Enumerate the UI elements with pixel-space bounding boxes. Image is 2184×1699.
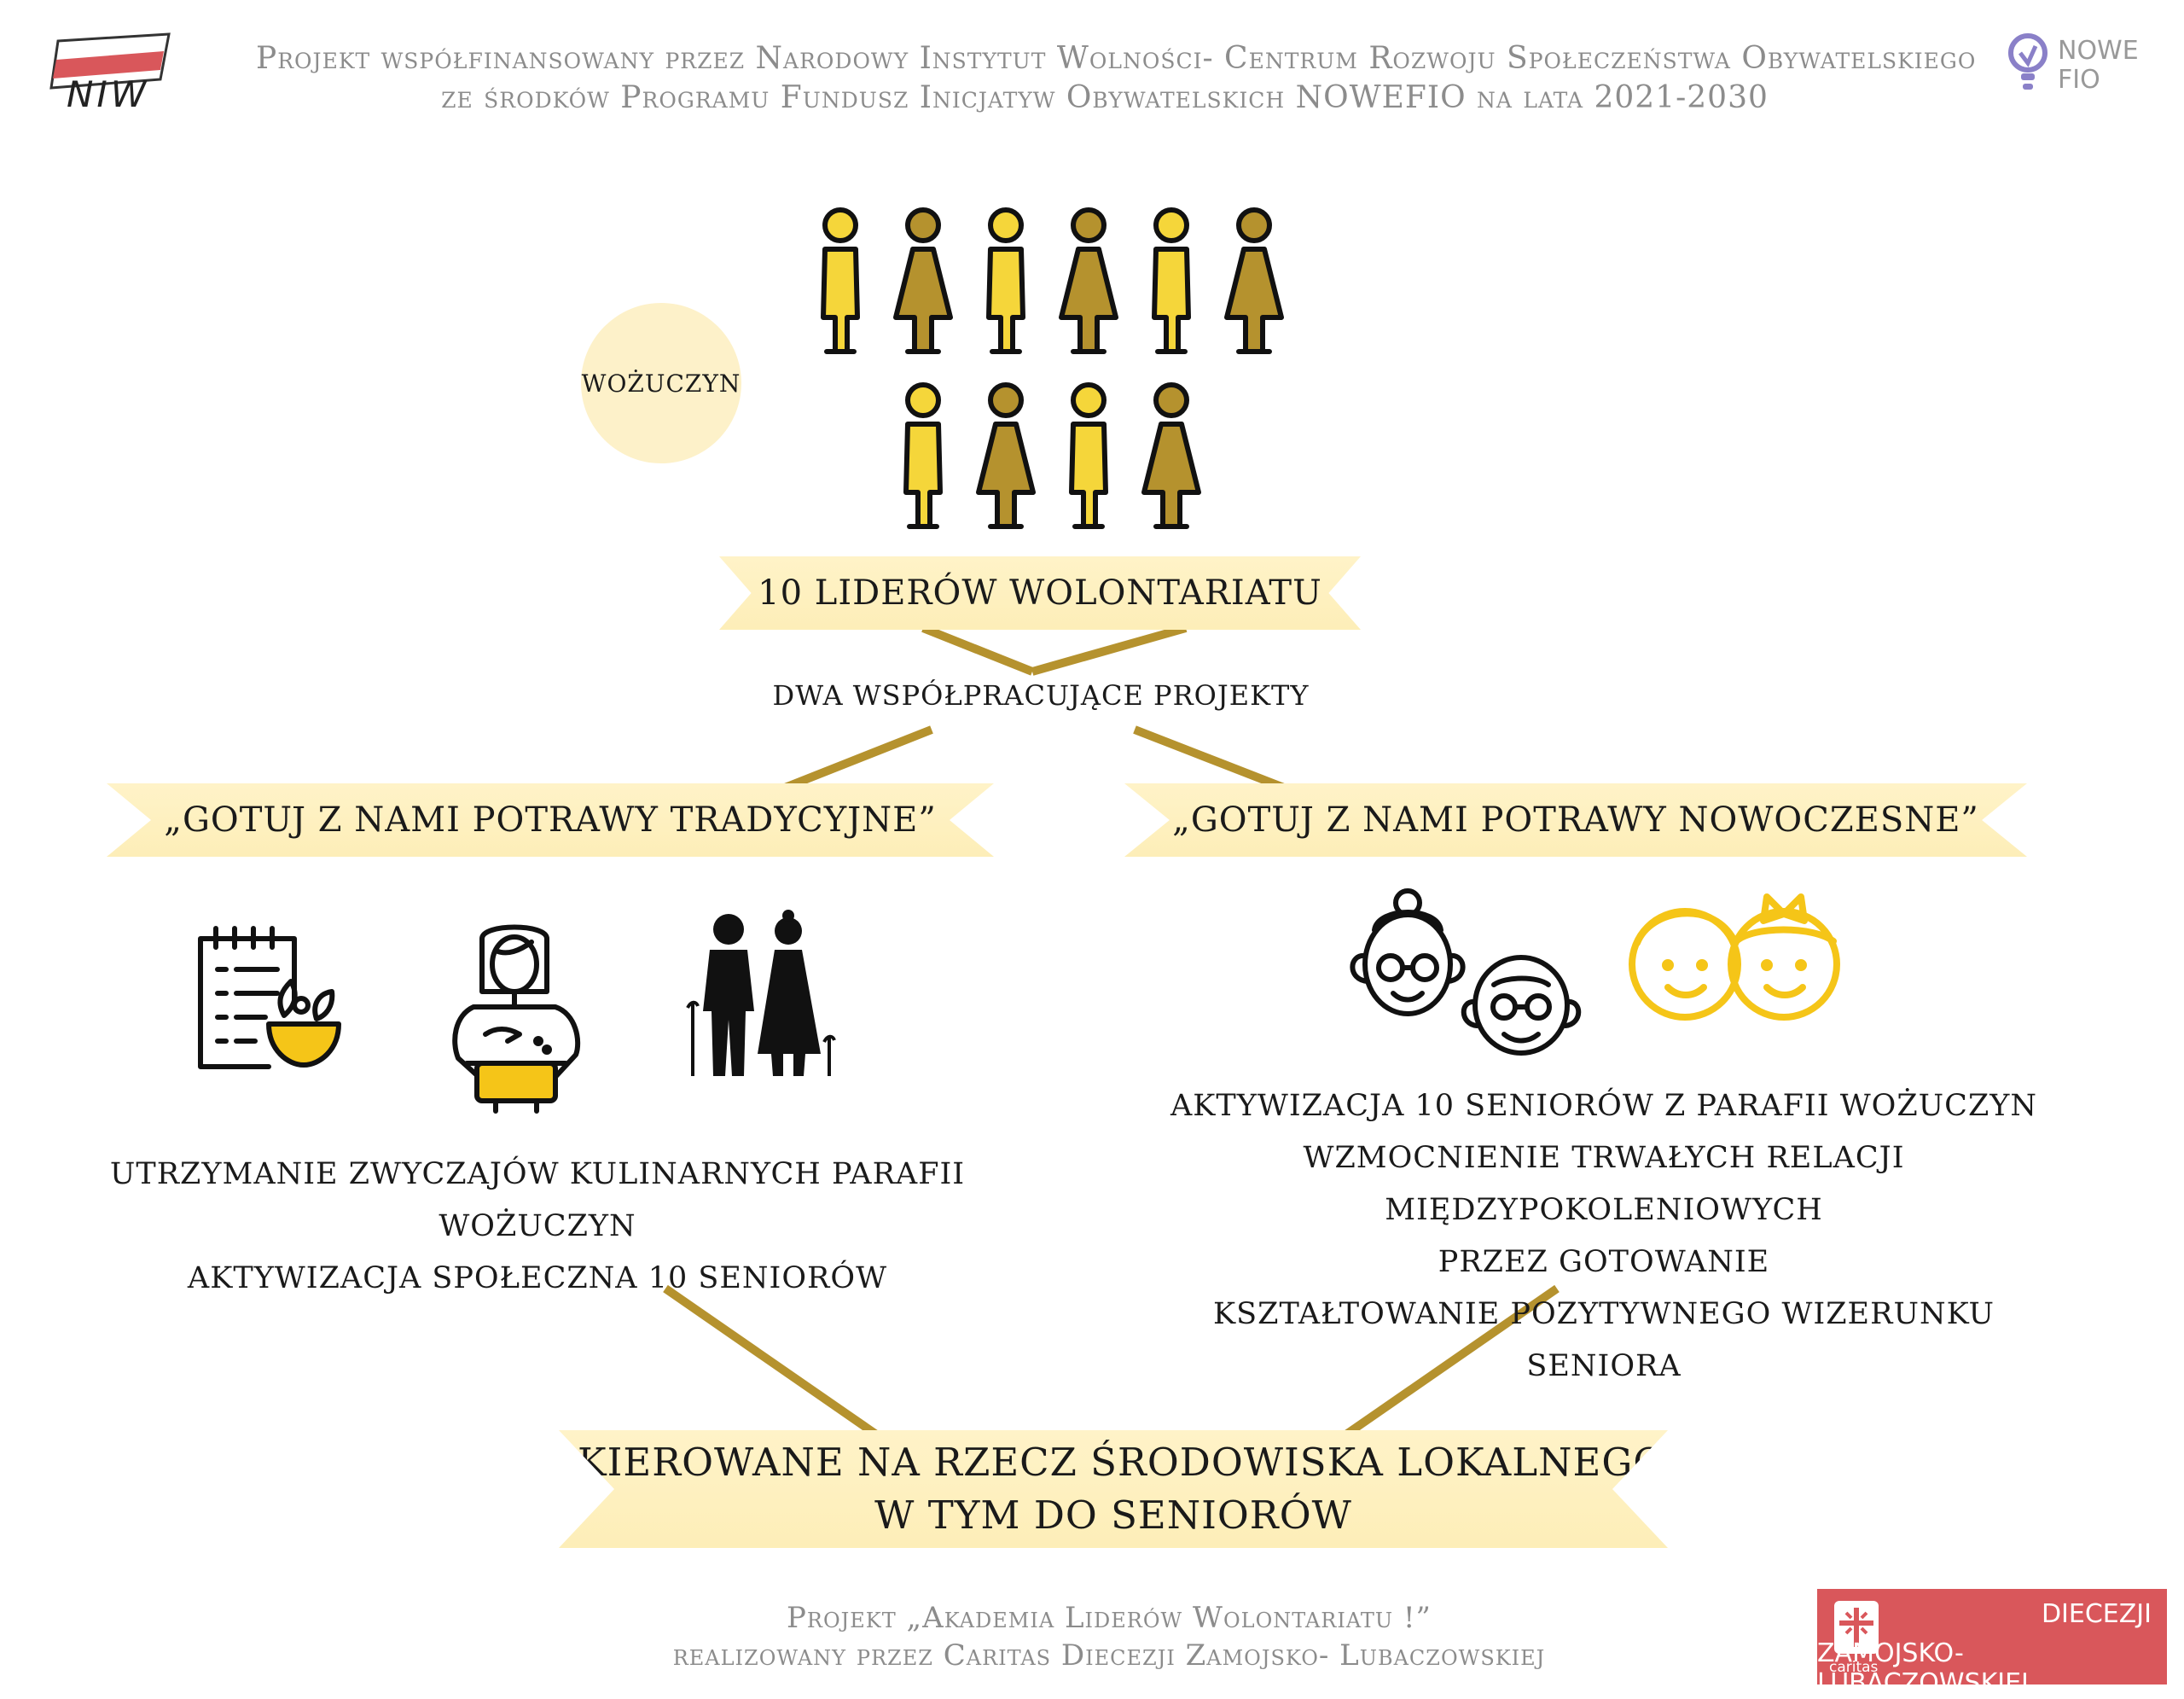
woman-icon: [889, 205, 957, 358]
man-icon: [889, 380, 957, 533]
woman-icon: [1054, 205, 1123, 358]
lightbulb-icon: [2008, 33, 2048, 90]
bottom-banner: SKIEROWANE NA RZECZ ŚRODOWISKA LOKALNEGO…: [559, 1430, 1668, 1548]
left-project-line: UTRZYMANIE ZWYCZAJÓW KULINARNYCH PARAFII…: [109, 1157, 966, 1243]
right-project-line: KSZTAŁTOWANIE POZYTYWNEGO WIZERUNKU SENI…: [1213, 1297, 1995, 1383]
location-badge: WOŻUCZYN: [581, 303, 741, 463]
grandparents-icon: [1350, 888, 1582, 1056]
elderly-couple-icon: [686, 910, 836, 1076]
header-line-2: ze środków Programu Fundusz Inicjatyw Ob…: [441, 80, 1769, 115]
caritas-logo: caritas DIECEZJI ZAMOJSKO-LUBACZOWSKIEJ: [1817, 1589, 2167, 1698]
right-project-line: WZMOCNIENIE TRWAŁYCH RELACJI MIĘDZYPOKOL…: [1303, 1141, 1905, 1227]
bottom-banner-line1: SKIEROWANE NA RZECZ ŚRODOWISKA LOKALNEGO…: [550, 1440, 1676, 1485]
caritas-cross-icon: [1834, 1601, 1879, 1654]
left-project-line: AKTYWIZACJA SPOŁECZNA 10 SENIORÓW: [187, 1261, 888, 1295]
footer-line-2: realizowany przez Caritas Diecezji Zamoj…: [672, 1638, 1546, 1673]
left-project-description: UTRZYMANIE ZWYCZAJÓW KULINARNYCH PARAFII…: [68, 1149, 1007, 1305]
caritas-logo-line2: ZAMOJSKO-LUBACZOWSKIEJ: [1817, 1638, 2029, 1698]
woman-icon: [972, 380, 1040, 533]
man-icon: [972, 205, 1040, 358]
man-icon: [806, 205, 874, 358]
cooking-woman-icon: [452, 924, 581, 1114]
nowefio-logo-line2: FIO: [2058, 65, 2100, 95]
leaders-banner: 10 LIDERÓW WOLONTARIATU: [719, 556, 1361, 630]
niw-logo: NIW: [43, 32, 171, 118]
right-project-description: AKTYWIZACJA 10 SENIORÓW Z PARAFII WOŻUCZ…: [1135, 1080, 2073, 1393]
man-icon: [1054, 380, 1123, 533]
woman-icon: [1137, 380, 1205, 533]
niw-logo-text: NIW: [67, 73, 150, 115]
man-icon: [1137, 205, 1205, 358]
left-project-title: „GOTUJ Z NAMI POTRAWY TRADYCYJNE”: [164, 800, 937, 840]
leaders-banner-text: 10 LIDERÓW WOLONTARIATU: [758, 573, 1322, 613]
subtitle: DWA WSPÓŁPRACUJĄCE PROJEKTY: [772, 679, 1310, 712]
right-project-line: AKTYWIZACJA 10 SENIORÓW Z PARAFII WOŻUCZ…: [1170, 1089, 2038, 1123]
children-icon: [1629, 893, 1840, 1021]
right-project-banner: „GOTUJ Z NAMI POTRAWY NOWOCZESNE”: [1124, 783, 2027, 857]
bottom-banner-line2: W TYM DO SENIORÓW: [874, 1492, 1352, 1538]
caritas-logo-small: caritas: [1829, 1659, 1879, 1676]
nowefio-logo: NOWE FIO: [2007, 31, 2169, 99]
woman-icon: [1220, 205, 1288, 358]
footer-line-1: Projekt „Akademia Liderów Wolontariatu !…: [787, 1601, 1432, 1635]
right-project-title: „GOTUJ Z NAMI POTRAWY NOWOCZESNE”: [1172, 800, 1979, 840]
right-project-line: PRZEZ GOTOWANIE: [1438, 1245, 1770, 1279]
caritas-logo-line1: DIECEZJI: [2041, 1599, 2152, 1629]
nowefio-logo-line1: NOWE: [2058, 36, 2139, 66]
header-line-1: Projekt współfinansowany przez Narodowy …: [256, 41, 1977, 76]
volunteer-group: [793, 205, 1305, 538]
recipe-icon: [198, 926, 341, 1069]
left-project-banner: „GOTUJ Z NAMI POTRAWY TRADYCYJNE”: [107, 783, 994, 857]
